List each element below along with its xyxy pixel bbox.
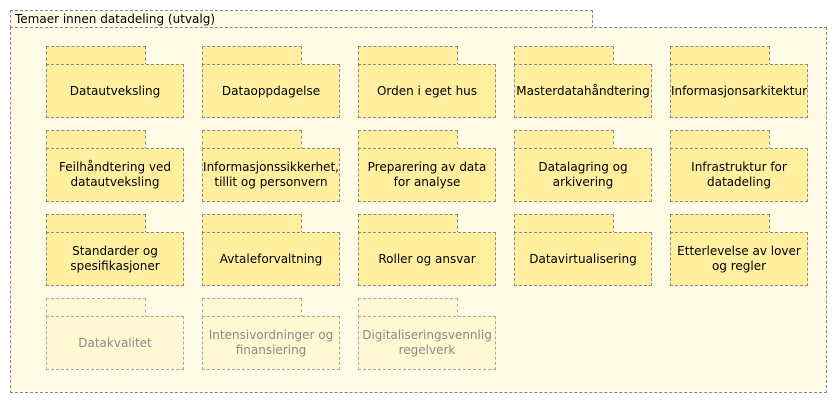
package-label: Etterlevelse av lover og regler: [677, 244, 801, 273]
package-body: Informasjonssikkerhet, tillit og personv…: [202, 148, 340, 202]
package-tab: [46, 298, 146, 318]
package-node[interactable]: Datautveksling: [46, 46, 184, 118]
package-tab: [202, 298, 302, 318]
package-body: Datautveksling: [46, 64, 184, 118]
package-node[interactable]: Feilhåndtering ved datautveksling: [46, 130, 184, 202]
package-label: Orden i eget hus: [376, 83, 478, 98]
package-body: Preparering av data for analyse: [358, 148, 496, 202]
package-label: Datautveksling: [69, 83, 161, 98]
package-body: Etterlevelse av lover og regler: [670, 232, 808, 286]
package-node[interactable]: Datalagring og arkivering: [514, 130, 652, 202]
package-body: Masterdatahåndtering: [514, 64, 652, 118]
package-node[interactable]: Orden i eget hus: [358, 46, 496, 118]
package-tab: [514, 130, 614, 150]
package-node[interactable]: Etterlevelse av lover og regler: [670, 214, 808, 286]
package-tab: [670, 214, 770, 234]
package-label: Masterdatahåndtering: [516, 83, 650, 98]
package-label: Standarder og spesifikasjoner: [70, 244, 160, 273]
package-node[interactable]: Intensivordninger og finansiering: [202, 298, 340, 370]
package-node[interactable]: Datavirtualisering: [514, 214, 652, 286]
package-node[interactable]: Digitaliseringsvennlig regelverk: [358, 298, 496, 370]
package-body: Datakvalitet: [46, 316, 184, 370]
package-label: Infrastruktur for datadeling: [691, 160, 787, 189]
package-body: Standarder og spesifikasjoner: [46, 232, 184, 286]
package-label: Datalagring og arkivering: [538, 160, 628, 189]
package-body: Digitaliseringsvennlig regelverk: [358, 316, 496, 370]
package-label: Preparering av data for analyse: [367, 160, 487, 189]
package-tab: [46, 130, 146, 150]
package-body: Orden i eget hus: [358, 64, 496, 118]
package-label: Informasjonssikkerhet, tillit og personv…: [203, 160, 339, 189]
package-tab: [514, 46, 614, 66]
package-node[interactable]: Masterdatahåndtering: [514, 46, 652, 118]
package-label: Feilhåndtering ved datautveksling: [59, 160, 171, 189]
package-node[interactable]: Informasjonssikkerhet, tillit og personv…: [202, 130, 340, 202]
package-tab: [358, 298, 458, 318]
package-body: Intensivordninger og finansiering: [202, 316, 340, 370]
package-label: Dataoppdagelse: [221, 83, 321, 98]
package-body: Datavirtualisering: [514, 232, 652, 286]
package-tab: [358, 214, 458, 234]
package-node[interactable]: Preparering av data for analyse: [358, 130, 496, 202]
package-label: Informasjonsarkitektur: [670, 83, 808, 98]
package-label: Roller og ansvar: [378, 251, 476, 266]
outer-package-title: Temaer innen datadeling (utvalg): [15, 12, 216, 26]
package-tab: [46, 46, 146, 66]
package-label: Datavirtualisering: [529, 251, 637, 266]
package-node[interactable]: Roller og ansvar: [358, 214, 496, 286]
package-body: Feilhåndtering ved datautveksling: [46, 148, 184, 202]
package-tab: [514, 214, 614, 234]
package-label: Intensivordninger og finansiering: [208, 328, 334, 357]
package-tab: [358, 46, 458, 66]
package-tab: [202, 214, 302, 234]
package-label: Digitaliseringsvennlig regelverk: [362, 328, 492, 357]
package-body: Infrastruktur for datadeling: [670, 148, 808, 202]
package-tab: [670, 130, 770, 150]
package-label: Avtaleforvaltning: [219, 251, 323, 266]
package-body: Roller og ansvar: [358, 232, 496, 286]
package-body: Dataoppdagelse: [202, 64, 340, 118]
package-node[interactable]: Avtaleforvaltning: [202, 214, 340, 286]
package-node[interactable]: Standarder og spesifikasjoner: [46, 214, 184, 286]
package-body: Informasjonsarkitektur: [670, 64, 808, 118]
package-node[interactable]: Dataoppdagelse: [202, 46, 340, 118]
package-tab: [358, 130, 458, 150]
package-body: Avtaleforvaltning: [202, 232, 340, 286]
package-node[interactable]: Datakvalitet: [46, 298, 184, 370]
package-node[interactable]: Informasjonsarkitektur: [670, 46, 808, 118]
package-tab: [202, 130, 302, 150]
package-body: Datalagring og arkivering: [514, 148, 652, 202]
package-node[interactable]: Infrastruktur for datadeling: [670, 130, 808, 202]
package-label: Datakvalitet: [78, 335, 152, 350]
package-tab: [670, 46, 770, 66]
package-tab: [202, 46, 302, 66]
package-tab: [46, 214, 146, 234]
